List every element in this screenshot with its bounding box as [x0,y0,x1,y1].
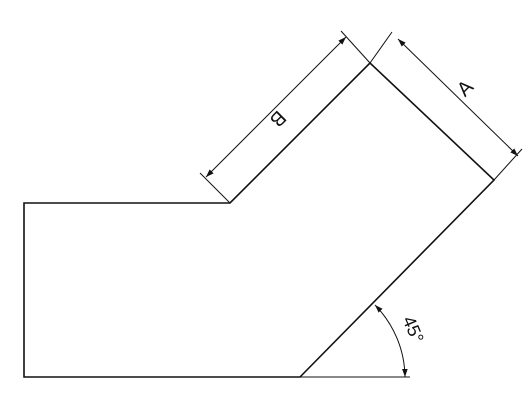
dimension-label-a: A [453,76,478,101]
dimension-line-b [205,36,347,178]
angle-label: 45° [399,313,428,346]
angle-arc [374,304,408,378]
extension-line-a-right [493,148,523,181]
extension-line-b-upper [340,30,371,64]
extension-line-b-lower [199,172,231,204]
extension-line-a-left [369,31,393,64]
dimension-label-b: B [265,106,290,131]
dimension-line-a [397,38,519,157]
